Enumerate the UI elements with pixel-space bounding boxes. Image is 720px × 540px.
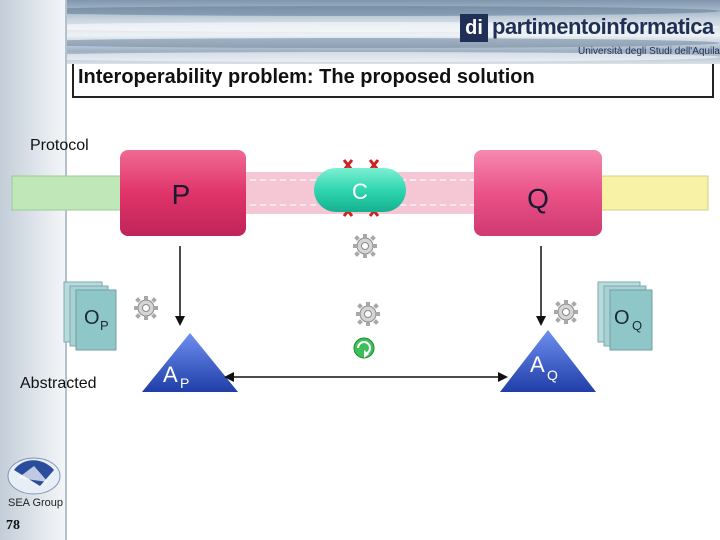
abstract-ap-sub: P bbox=[180, 375, 189, 391]
protocol-p-label: P bbox=[172, 179, 191, 210]
gear-icon bbox=[553, 299, 579, 325]
protocol-p-block bbox=[120, 150, 246, 236]
connector-c-label: C bbox=[352, 179, 368, 204]
abstracted-label: Abstracted bbox=[20, 375, 97, 392]
header-wave bbox=[0, 38, 720, 48]
ontology-oq-stack bbox=[597, 281, 653, 351]
brand-subtitle: Università degli Studi dell'Aquila bbox=[578, 46, 720, 57]
ontology-op-sub: P bbox=[100, 318, 109, 333]
abstract-ap-main: A bbox=[163, 362, 178, 387]
connector-c-pill bbox=[314, 168, 406, 212]
header-wave bbox=[0, 6, 720, 16]
slide-title: Interoperability problem: The proposed s… bbox=[78, 66, 535, 88]
ontology-oq-sub: Q bbox=[632, 318, 642, 333]
sea-group-logo bbox=[7, 457, 61, 495]
ontology-oq-main: O bbox=[614, 307, 630, 329]
protocol-bar-right bbox=[597, 175, 709, 211]
abstract-aq-triangle bbox=[500, 330, 596, 392]
brand-mark: di bbox=[460, 14, 488, 42]
ontology-op-main: O bbox=[84, 307, 100, 329]
gear-icon bbox=[352, 233, 378, 259]
gear-icon bbox=[355, 301, 381, 327]
abstract-aq-main: A bbox=[530, 352, 545, 377]
gear-icon bbox=[133, 295, 159, 321]
protocol-label: Protocol bbox=[30, 137, 89, 154]
header-wave bbox=[0, 22, 720, 32]
protocol-q-block bbox=[474, 150, 602, 236]
protocol-q-label: Q bbox=[527, 183, 549, 214]
protocol-bar-left bbox=[11, 175, 123, 211]
page-number: 78 bbox=[6, 518, 20, 533]
title-frame bbox=[72, 64, 714, 98]
abstract-aq-sub: Q bbox=[547, 367, 558, 383]
brand-name: partimentoinformatica bbox=[492, 14, 714, 39]
sidebar-strip bbox=[0, 0, 67, 540]
header-banner: di partimentoinformatica Università degl… bbox=[0, 0, 720, 64]
abstract-ap-triangle bbox=[142, 333, 238, 392]
footer-group-label: SEA Group bbox=[8, 497, 64, 509]
ontology-op-stack bbox=[63, 281, 117, 351]
header-wave bbox=[0, 52, 720, 62]
sync-icon bbox=[353, 337, 375, 359]
